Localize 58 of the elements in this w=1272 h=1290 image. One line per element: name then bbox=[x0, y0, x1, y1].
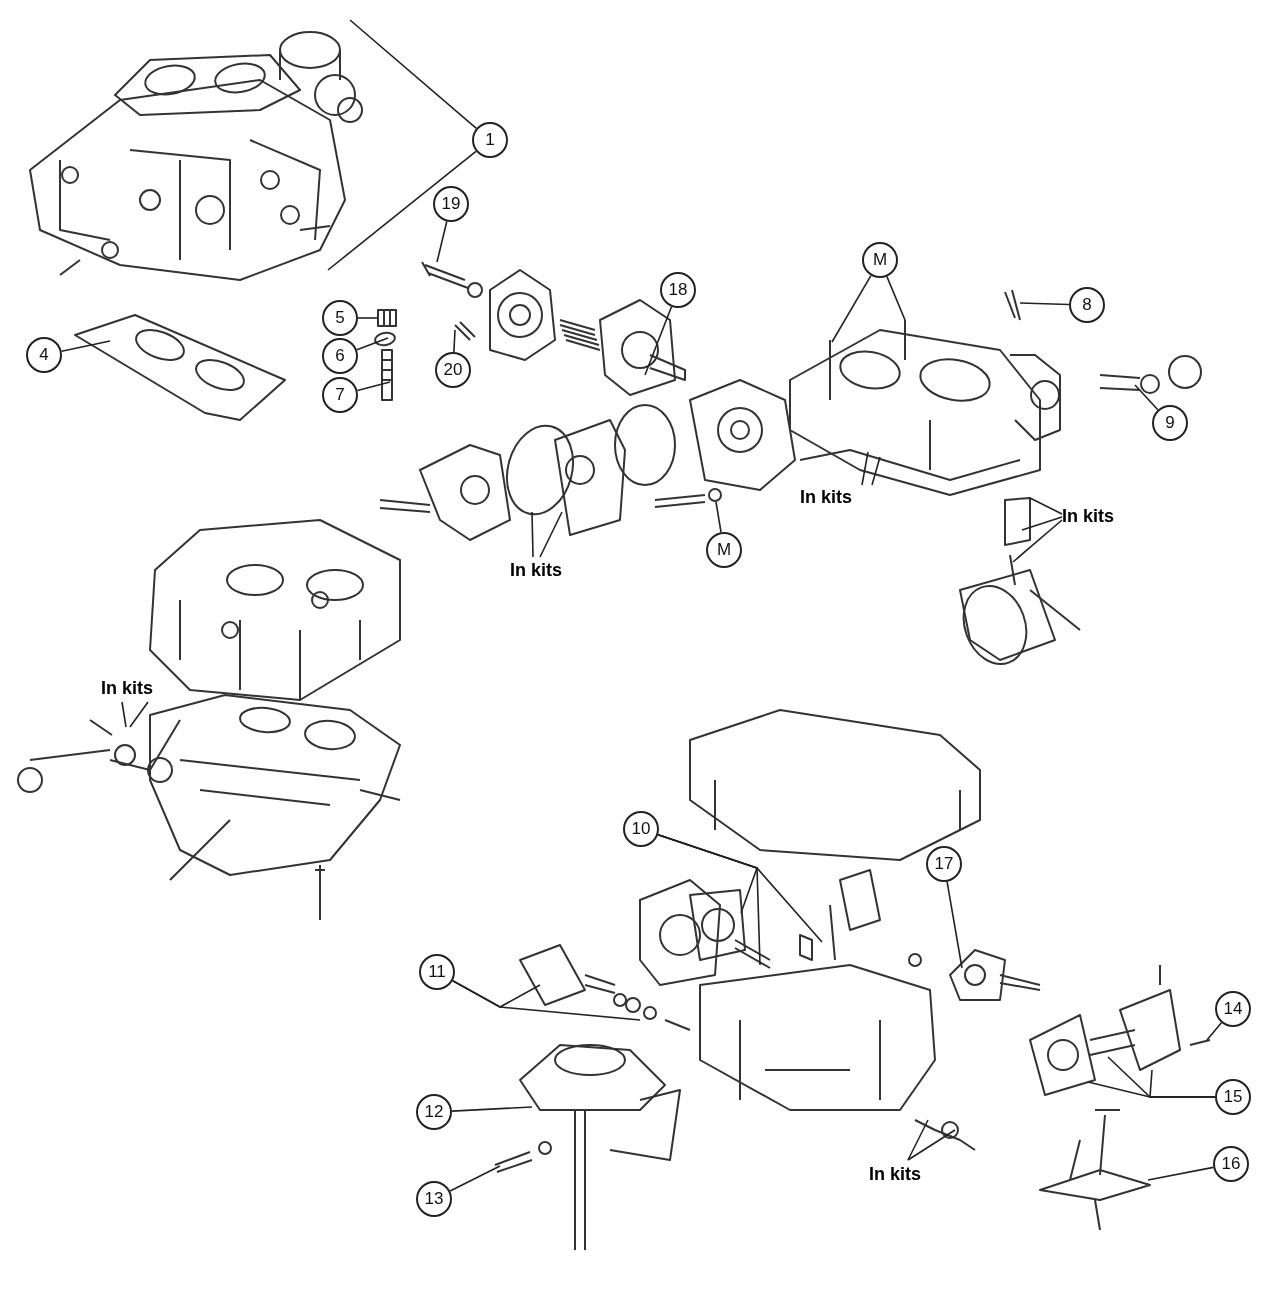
callout-number: 14 bbox=[1215, 991, 1251, 1027]
callout-number: M bbox=[862, 242, 898, 278]
leader-line bbox=[357, 317, 378, 319]
callout-number: 9 bbox=[1152, 405, 1188, 441]
leader-line bbox=[356, 337, 389, 351]
leader-line bbox=[861, 451, 869, 486]
callout-label: In kits bbox=[869, 1164, 921, 1185]
leader-line bbox=[1019, 302, 1070, 306]
leader-line bbox=[1029, 497, 1063, 515]
leader-line bbox=[129, 701, 149, 728]
callout-number: 5 bbox=[322, 300, 358, 336]
callout-label: In kits bbox=[510, 560, 562, 581]
leader-line bbox=[60, 340, 111, 353]
callout-number: 12 bbox=[416, 1094, 452, 1130]
leader-line bbox=[451, 1106, 533, 1112]
leader-line bbox=[1147, 1166, 1215, 1181]
leader-line bbox=[121, 701, 127, 728]
leader-line bbox=[531, 511, 534, 558]
callout-number: 10 bbox=[623, 811, 659, 847]
callout-number: 18 bbox=[660, 272, 696, 308]
leader-line bbox=[831, 274, 872, 343]
callout-number: 20 bbox=[435, 352, 471, 388]
leader-line bbox=[327, 150, 477, 271]
callout-number: 15 bbox=[1215, 1079, 1251, 1115]
leader-line bbox=[907, 1119, 929, 1161]
leader-line bbox=[715, 501, 722, 534]
leader-line bbox=[907, 1129, 956, 1161]
callout-number: 17 bbox=[926, 846, 962, 882]
callout-number: 1 bbox=[472, 122, 508, 158]
leader-line bbox=[451, 979, 641, 1021]
callout-number: 8 bbox=[1069, 287, 1105, 323]
leader-line bbox=[539, 511, 563, 558]
callout-number: 4 bbox=[26, 337, 62, 373]
callout-label: In kits bbox=[101, 678, 153, 699]
callout-label: In kits bbox=[800, 487, 852, 508]
leader-line bbox=[1149, 1069, 1216, 1098]
callout-number: 19 bbox=[433, 186, 469, 222]
leader-line bbox=[871, 456, 881, 486]
leader-line bbox=[1012, 519, 1063, 563]
leader-line bbox=[886, 275, 906, 321]
leader-line bbox=[453, 329, 456, 353]
callout-number: M bbox=[706, 532, 742, 568]
leader-line bbox=[644, 305, 673, 376]
callout-number: 16 bbox=[1213, 1146, 1249, 1182]
leader-line bbox=[1134, 384, 1159, 411]
leader-line bbox=[1021, 516, 1063, 531]
callout-number: 6 bbox=[322, 338, 358, 374]
leader-line bbox=[356, 381, 391, 392]
leader-line bbox=[946, 880, 963, 969]
leader-line bbox=[436, 220, 448, 263]
callout-number: 13 bbox=[416, 1181, 452, 1217]
leader-line bbox=[349, 19, 478, 130]
leader-line bbox=[449, 1165, 501, 1192]
callout-label: In kits bbox=[1062, 506, 1114, 527]
leader-line bbox=[657, 833, 823, 943]
callout-number: 7 bbox=[322, 377, 358, 413]
callout-number: 11 bbox=[419, 954, 455, 990]
leader-line bbox=[1206, 1022, 1223, 1041]
